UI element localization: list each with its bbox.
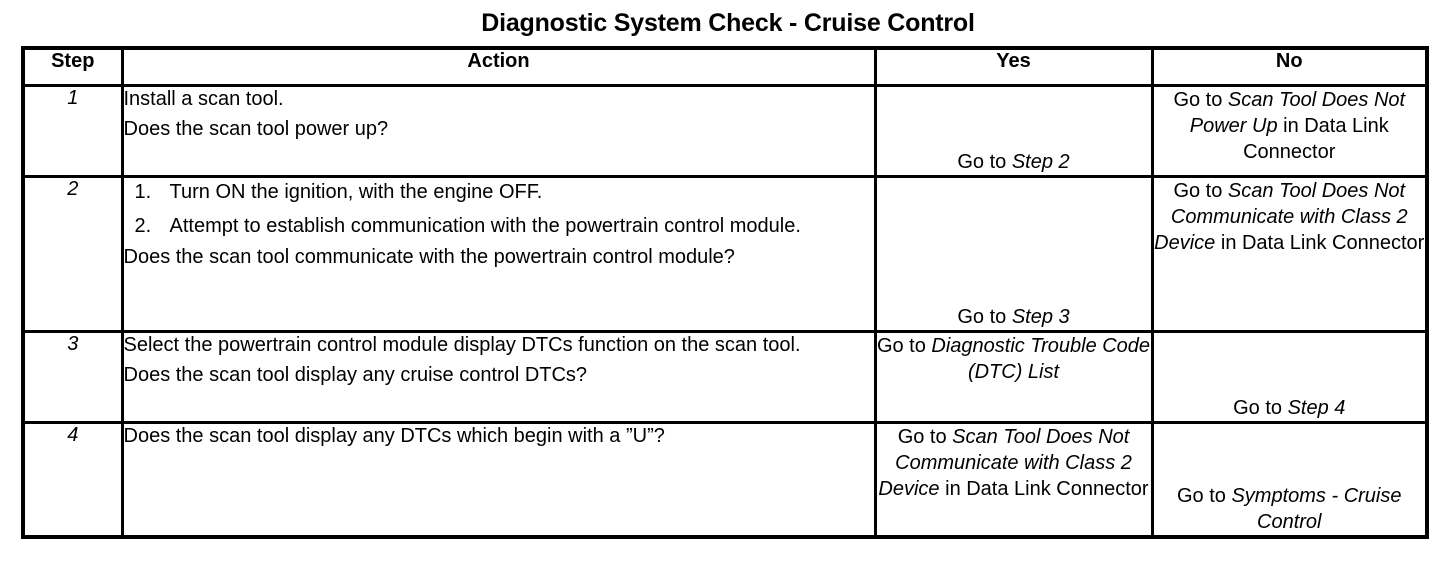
action-question: Does the scan tool power up? <box>123 118 389 140</box>
diagnostic-table-container: Step Action Yes No 1 Install a scan tool… <box>21 46 1429 539</box>
no-cell: Go to Scan Tool Does Not Power Up in Dat… <box>1150 84 1429 178</box>
no-cell: Go to Step 4 <box>1150 330 1429 424</box>
yes-text-lead: Go to <box>876 335 932 357</box>
list-item-number: 2. <box>134 215 152 237</box>
yes-text-tail: in Data Link Connector <box>939 478 1149 500</box>
table-body: 1 Install a scan tool. Does the scan too… <box>21 84 1429 539</box>
yes-reference: Step 2 <box>1011 151 1070 173</box>
page-title: Diagnostic System Check - Cruise Control <box>481 9 975 37</box>
list-item: 2. Attempt to establish communication wit… <box>124 214 874 239</box>
action-paragraph: Install a scan tool. <box>123 88 284 110</box>
action-cell: Install a scan tool. Does the scan tool … <box>120 84 877 178</box>
table-header-row: Step Action Yes No <box>21 46 1429 87</box>
action-question: Does the scan tool display any DTCs whic… <box>123 425 665 447</box>
no-cell: Go to Symptoms - Cruise Control <box>1150 421 1429 539</box>
list-item: 1. Turn ON the ignition, with the engine … <box>124 180 874 205</box>
table-row: 1 Install a scan tool. Does the scan too… <box>21 84 1429 178</box>
no-text-lead: Go to <box>1173 89 1228 111</box>
action-numbered-list: 1. Turn ON the ignition, with the engine … <box>124 180 874 239</box>
yes-cell: Go to Diagnostic Trouble Code (DTC) List <box>873 330 1154 424</box>
yes-text-lead: Go to <box>957 151 1012 173</box>
yes-cell: Go to Scan Tool Does Not Communicate wit… <box>873 421 1154 539</box>
step-number: 1 <box>21 84 124 178</box>
no-text-lead: Go to <box>1176 485 1232 507</box>
yes-reference: Step 3 <box>1011 306 1070 328</box>
no-text-tail: in Data Link Connector <box>1243 115 1389 163</box>
column-header-yes: Yes <box>873 46 1154 87</box>
action-paragraph: Select the powertrain control module dis… <box>123 334 801 356</box>
action-cell: Does the scan tool display any DTCs whic… <box>120 421 877 539</box>
table-row: 2 1. Turn ON the ignition, with the engin… <box>21 175 1429 333</box>
action-cell: 1. Turn ON the ignition, with the engine … <box>120 175 877 333</box>
yes-reference: Scan Tool Does Not Communicate with Clas… <box>878 426 1132 500</box>
action-question: Does the scan tool display any cruise co… <box>123 364 588 386</box>
table-row: 3 Select the powertrain control module d… <box>21 330 1429 424</box>
step-number: 4 <box>21 421 124 539</box>
yes-cell: Go to Step 2 <box>873 84 1154 178</box>
step-number: 3 <box>21 330 124 424</box>
yes-cell: Go to Step 3 <box>873 175 1154 333</box>
no-text-lead: Go to <box>1233 397 1288 419</box>
no-cell: Go to Scan Tool Does Not Communicate wit… <box>1150 175 1429 333</box>
no-text-lead: Go to <box>1173 180 1228 202</box>
table-row: 4 Does the scan tool display any DTCs wh… <box>21 421 1429 539</box>
step-number: 2 <box>21 175 124 333</box>
list-item-number: 1. <box>134 181 152 203</box>
no-reference: Scan Tool Does Not Communicate with Clas… <box>1154 180 1408 254</box>
yes-text-lead: Go to <box>897 426 953 448</box>
diagnostic-table: Step Action Yes No 1 Install a scan tool… <box>21 46 1429 539</box>
no-reference: Scan Tool Does Not Power Up <box>1189 89 1406 137</box>
no-reference: Symptoms - Cruise Control <box>1231 485 1402 533</box>
yes-reference: Diagnostic Trouble Code (DTC) List <box>931 335 1151 383</box>
column-header-action: Action <box>120 46 877 87</box>
table-header: Step Action Yes No <box>21 46 1429 87</box>
list-item-text: Attempt to establish communication with … <box>169 215 801 237</box>
no-text-tail: in Data Link Connector <box>1215 232 1425 254</box>
column-header-step: Step <box>21 46 124 87</box>
list-item-text: Turn ON the ignition, with the engine OF… <box>169 181 543 203</box>
no-reference: Step 4 <box>1287 397 1346 419</box>
action-cell: Select the powertrain control module dis… <box>120 330 877 424</box>
column-header-no: No <box>1150 46 1429 87</box>
yes-text-lead: Go to <box>957 306 1012 328</box>
action-question: Does the scan tool communicate with the … <box>123 246 735 268</box>
